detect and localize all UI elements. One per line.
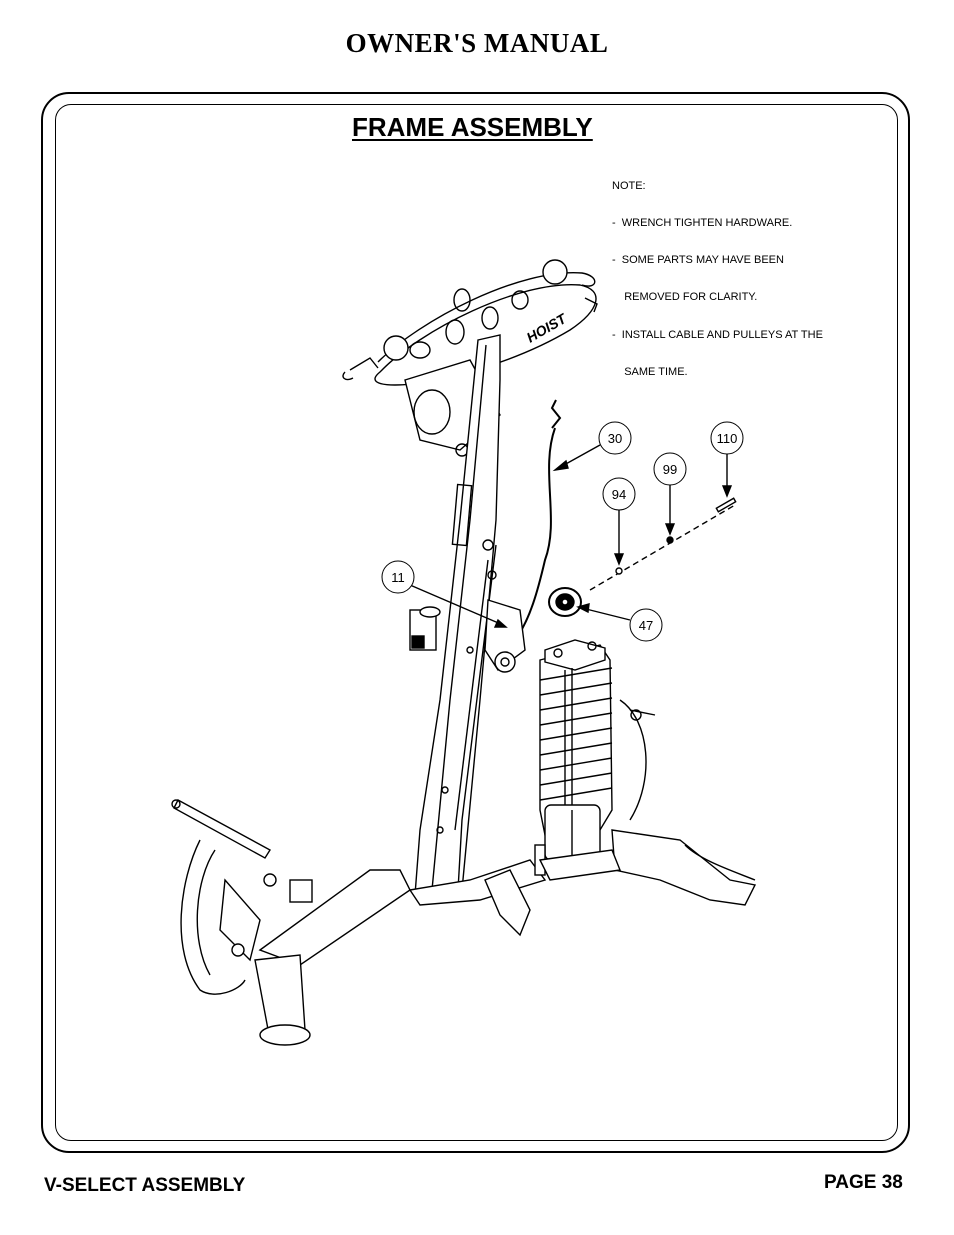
leader-11 — [409, 584, 504, 626]
note-line: - SOME PARTS MAY HAVE BEEN — [612, 254, 784, 267]
middle-pulley-bracket — [409, 599, 526, 673]
callout-94: 94 — [602, 477, 636, 511]
note-line: SAME TIME. — [612, 365, 688, 378]
arrowhead — [493, 618, 508, 628]
assembly-note: NOTE: - WRENCH TIGHTEN HARDWARE. - SOME … — [612, 155, 823, 391]
rear-leg — [611, 699, 757, 906]
nut-94 — [615, 567, 623, 575]
note-line: - INSTALL CABLE AND PULLEYS AT THE — [612, 328, 823, 341]
note-line: REMOVED FOR CLARITY. — [612, 291, 758, 304]
section-title: FRAME ASSEMBLY — [352, 112, 593, 142]
washer-99 — [666, 536, 674, 544]
callout-47: 47 — [629, 608, 663, 642]
arrowhead — [552, 459, 569, 472]
note-heading: NOTE: — [612, 179, 646, 192]
manual-title: OWNER'S MANUAL — [345, 28, 609, 58]
callout-11: 11 — [381, 560, 415, 594]
arrowhead — [613, 553, 625, 566]
bolt-110 — [715, 497, 737, 513]
callout-label: 99 — [663, 462, 677, 477]
arrowhead — [721, 485, 733, 498]
pulley-47 — [548, 587, 582, 617]
callout-110: 110 — [710, 421, 744, 455]
footer-assembly-name: V-SELECT ASSEMBLY — [44, 1175, 246, 1196]
cable-run — [454, 559, 489, 831]
top-pulley-plate — [342, 259, 598, 386]
arrowhead — [576, 603, 590, 614]
hardware-axis — [589, 504, 736, 591]
note-line: - WRENCH TIGHTEN HARDWARE. — [612, 217, 793, 230]
inner-page-border — [55, 104, 898, 1141]
callout-30: 30 — [598, 421, 632, 455]
front-leg-assembly — [171, 799, 313, 1046]
callout-label: 11 — [391, 570, 405, 585]
leader-47 — [581, 607, 631, 621]
callout-label: 47 — [639, 618, 653, 633]
page-number: PAGE 38 — [824, 1172, 903, 1193]
callout-label: 94 — [612, 487, 626, 502]
callout-label: 110 — [717, 431, 738, 446]
base-frame — [258, 844, 621, 966]
callout-99: 99 — [653, 452, 687, 486]
cable-30 — [514, 399, 562, 641]
cable-run — [457, 544, 497, 891]
outer-page-border — [41, 92, 910, 1153]
arrowhead — [664, 523, 676, 536]
callout-label: 30 — [608, 431, 622, 446]
weight-stack — [539, 639, 613, 861]
